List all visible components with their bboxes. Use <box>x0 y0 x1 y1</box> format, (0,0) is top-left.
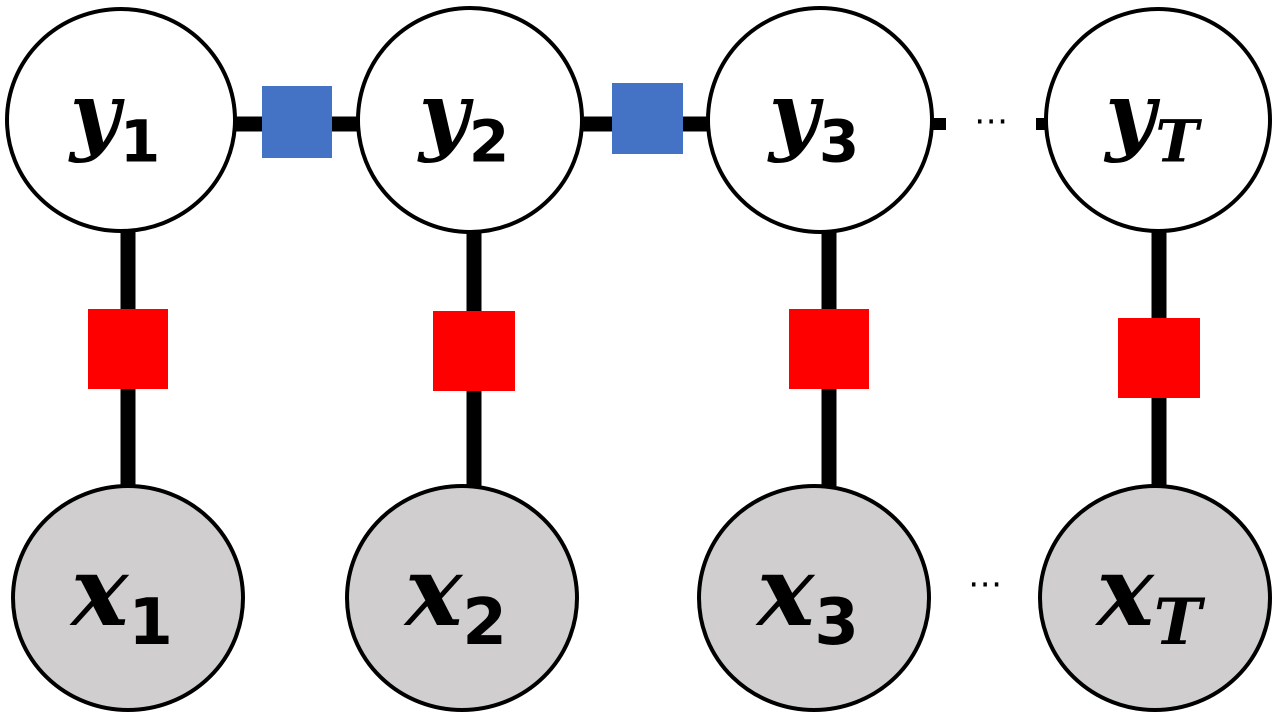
latent-node-y1-label: y1 <box>68 64 160 175</box>
observed-node-x1-circle <box>11 484 245 712</box>
latent-node-y3-variable: y <box>767 64 824 165</box>
latent-node-y2-circle <box>356 6 584 234</box>
observed-node-x3-circle <box>697 484 931 712</box>
latent-node-y1-variable: y <box>68 64 125 165</box>
emission-factor-2 <box>433 311 515 391</box>
observed-node-x4: xT <box>1038 484 1272 712</box>
latent-node-y1: y1 <box>5 7 237 233</box>
latent-node-y1-subscript: 1 <box>120 107 160 175</box>
observed-node-x2-label: x2 <box>403 535 507 660</box>
observed-node-x4-label: xT <box>1095 535 1206 660</box>
transition-factor-2 <box>612 83 683 154</box>
observed-node-x2-circle <box>345 484 579 712</box>
observed-node-x4-subscript: T <box>1154 585 1206 660</box>
observed-node-x3-subscript: 3 <box>814 586 859 660</box>
latent-node-y2: y2 <box>356 6 584 234</box>
observed-node-x4-variable: x <box>1095 535 1156 648</box>
observed-node-x3: x3 <box>697 484 931 712</box>
observed-node-x4-circle <box>1038 484 1272 712</box>
observed-node-x1: x1 <box>11 484 245 712</box>
observed-node-x3-label: x3 <box>755 535 859 660</box>
observed-node-x3-variable: x <box>755 535 816 648</box>
latent-node-y4-label: yT <box>1103 64 1202 175</box>
latent-node-y3: y3 <box>706 6 934 234</box>
ellipsis-bottom: ⋯ <box>968 564 1002 604</box>
latent-node-y2-variable: y <box>417 64 474 165</box>
transition-factor-1 <box>262 86 332 158</box>
latent-node-y2-label: y2 <box>417 64 509 175</box>
observed-node-x2-variable: x <box>403 535 464 648</box>
latent-node-y4: yT <box>1044 7 1272 233</box>
observed-node-x1-subscript: 1 <box>128 586 173 660</box>
observed-node-x1-label: x1 <box>69 535 173 660</box>
latent-node-y2-subscript: 2 <box>469 107 509 175</box>
observed-node-x1-variable: x <box>69 535 130 648</box>
observed-node-x2: x2 <box>345 484 579 712</box>
latent-node-y1-circle <box>5 7 237 233</box>
latent-node-y4-subscript: T <box>1155 107 1202 175</box>
latent-node-y3-circle <box>706 6 934 234</box>
ellipsis-top: ⋯ <box>974 101 1008 141</box>
latent-node-y3-label: y3 <box>767 64 859 175</box>
emission-factor-3 <box>789 309 869 389</box>
latent-node-y3-subscript: 3 <box>819 107 859 175</box>
emission-factor-4 <box>1118 318 1200 398</box>
latent-node-y4-circle <box>1044 7 1272 233</box>
observed-node-x2-subscript: 2 <box>462 586 507 660</box>
latent-node-y4-variable: y <box>1103 64 1160 165</box>
emission-factor-1 <box>88 309 168 389</box>
